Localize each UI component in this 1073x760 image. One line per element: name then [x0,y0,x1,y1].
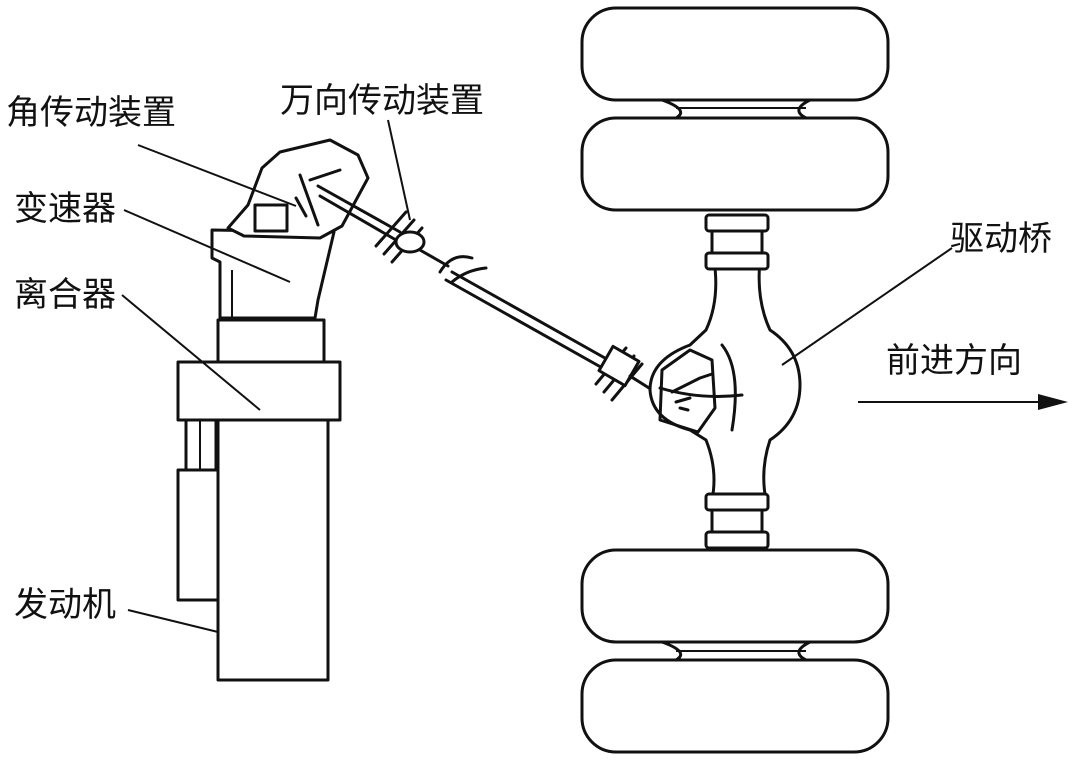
bottom-wheels [580,548,890,754]
angle-drive-housing [226,138,370,240]
clutch-housing [176,318,342,422]
label-universal-drive: 万向传动装置 [280,81,484,121]
top-wheels [580,6,890,212]
axle-flanges [704,213,770,550]
drive-axle-housing [648,258,802,502]
label-forward-direction: 前进方向 [886,341,1022,381]
leader-lines [121,119,953,633]
label-gearbox: 变速器 [14,189,116,229]
label-engine: 发动机 [14,585,116,625]
forward-arrow [858,394,1068,410]
label-angle-drive: 角传动装置 [6,93,176,133]
label-clutch: 离合器 [14,275,116,315]
label-drive-axle: 驱动桥 [950,219,1052,259]
engine-body [176,416,330,682]
universal-drive-shaft [316,184,670,402]
